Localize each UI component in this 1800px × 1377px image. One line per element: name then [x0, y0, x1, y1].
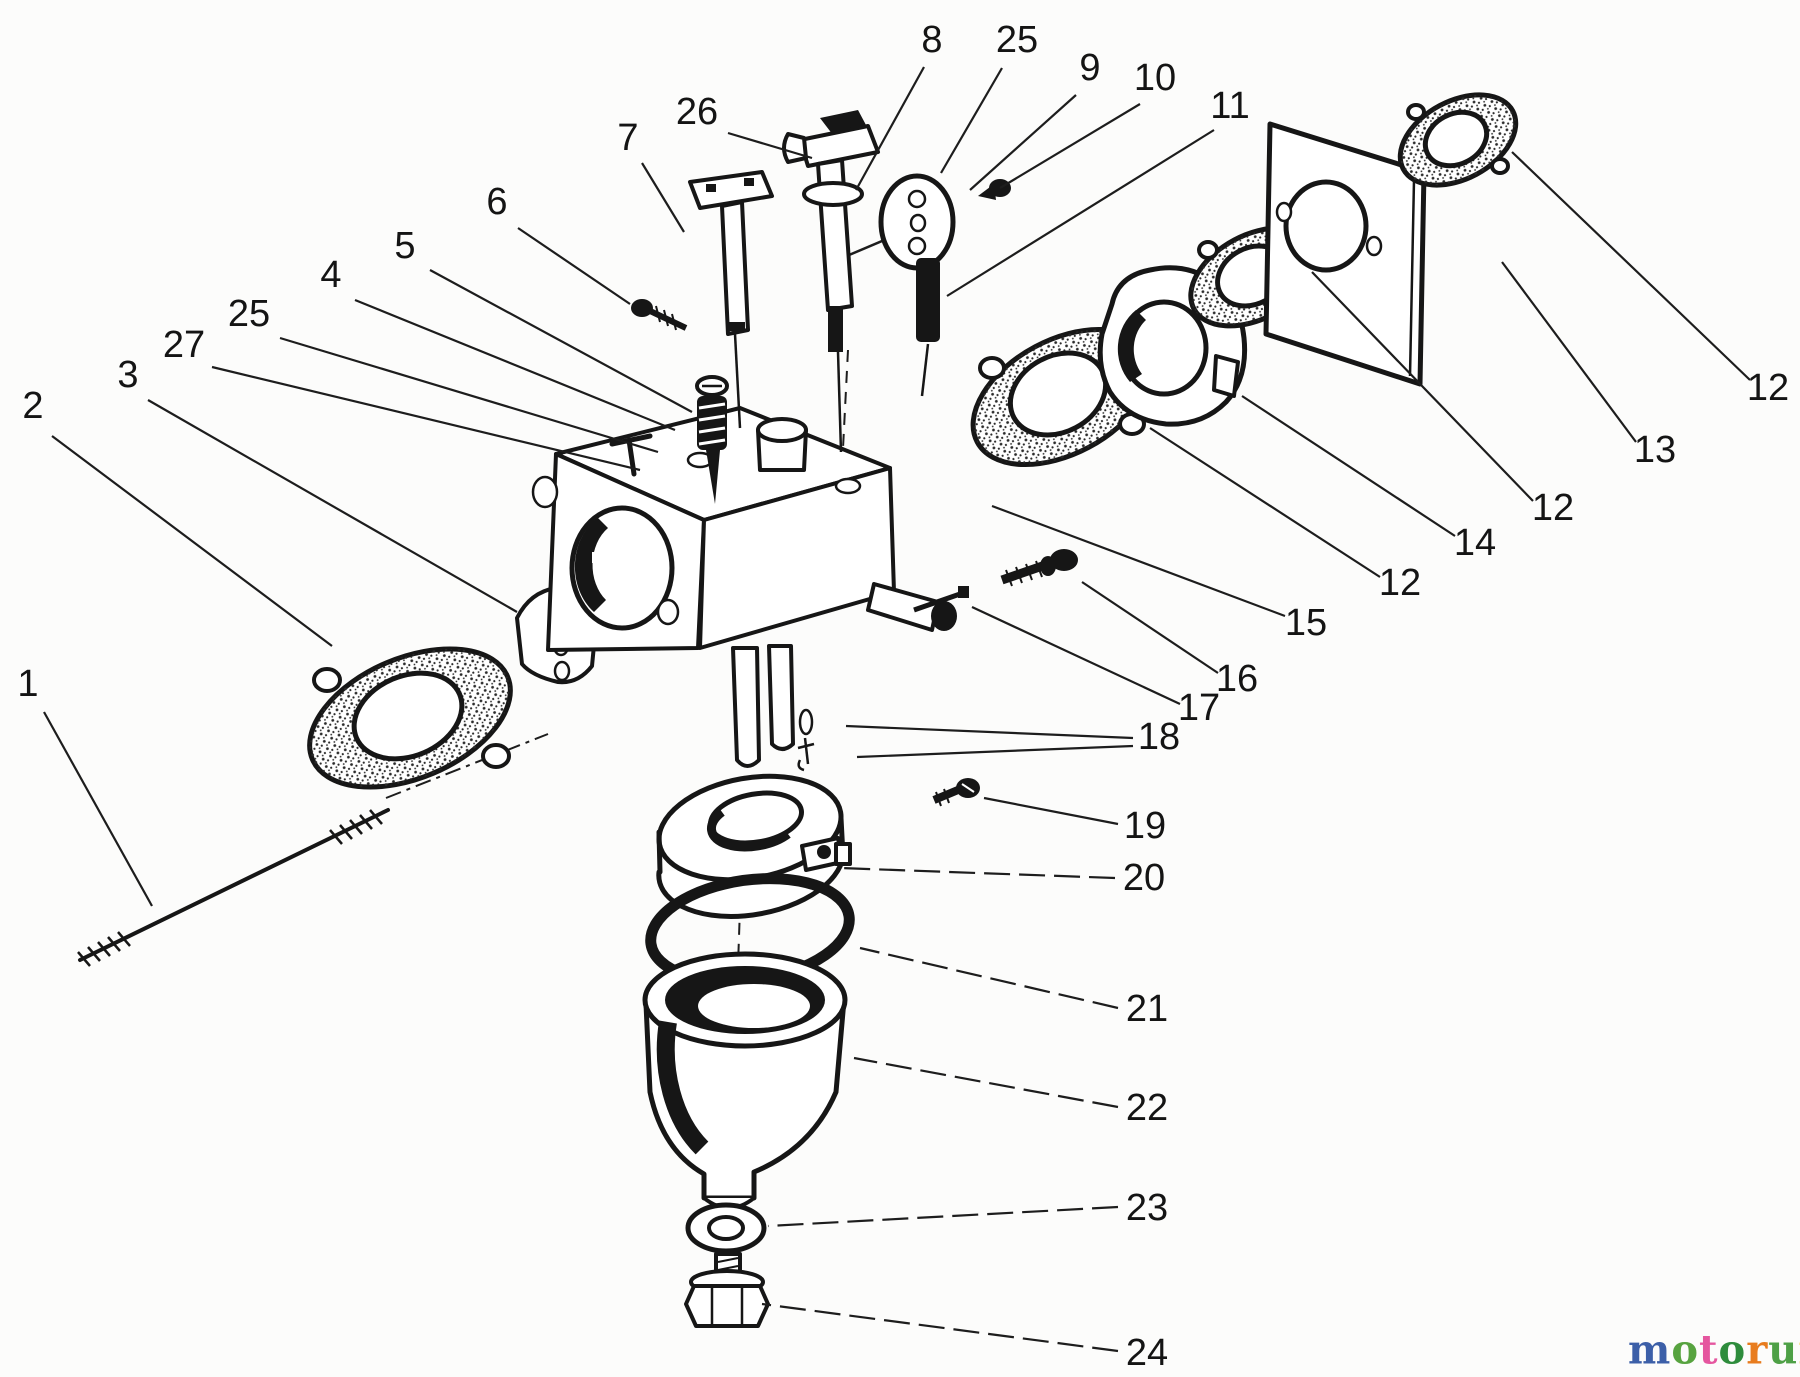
leader-line-12a [1511, 151, 1751, 381]
leader-line-22 [853, 1056, 1119, 1109]
leader-line-18 [845, 724, 1134, 740]
watermark-letter: u [1768, 1326, 1799, 1374]
callout-number-12b: 12 [1532, 487, 1574, 529]
callout-number-8: 8 [921, 19, 942, 61]
watermark-letter: f [1798, 1326, 1800, 1373]
carb-flange-gasket-left [307, 646, 513, 790]
leader-line-1 [43, 711, 153, 907]
leader-line-21 [859, 946, 1119, 1010]
callout-number-12c: 12 [1379, 562, 1421, 604]
leader-line-7 [641, 162, 685, 233]
leader-line-2 [51, 435, 333, 647]
leader-line-23 [767, 1205, 1119, 1228]
mounting-screw [1000, 549, 1078, 587]
callout-number-16: 16 [1216, 658, 1258, 700]
callout-number-25a: 25 [228, 293, 270, 335]
leader-line-10 [999, 103, 1141, 189]
callout-number-3: 3 [117, 354, 138, 396]
idle-needle-and-spring [695, 375, 729, 504]
leader-line-16 [1081, 581, 1219, 674]
float [656, 773, 852, 919]
leader-line-24 [761, 1302, 1119, 1353]
leader-line-26 [727, 131, 813, 160]
float-bowl [642, 951, 848, 1210]
leader-line-3 [147, 399, 518, 613]
leader-line-14 [1241, 395, 1456, 537]
choke-shaft [802, 158, 864, 453]
choke-lever [782, 110, 880, 168]
callout-number-27: 27 [163, 324, 205, 366]
float-hinge-pin [913, 586, 969, 613]
leader-line-6 [517, 227, 631, 305]
callout-number-10: 10 [1134, 57, 1176, 99]
callout-number-26: 26 [676, 91, 718, 133]
callout-number-6: 6 [486, 181, 507, 223]
callout-number-25b: 25 [996, 19, 1038, 61]
throttle-plate-screw [631, 299, 688, 331]
callout-number-9: 9 [1079, 47, 1100, 89]
main-nozzle [916, 258, 940, 397]
callout-number-15: 15 [1285, 602, 1327, 644]
callout-number-21: 21 [1126, 988, 1168, 1030]
watermark-letter: o [1718, 1326, 1747, 1374]
carb-gasket-outer [1397, 92, 1519, 188]
carburetor-body [531, 406, 957, 768]
callout-number-18: 18 [1138, 716, 1180, 758]
watermark-letter: o [1671, 1326, 1700, 1374]
callout-number-12a: 12 [1747, 367, 1789, 409]
callout-number-11: 11 [1210, 85, 1249, 127]
callout-number-2: 2 [22, 385, 43, 427]
leader-line-25a [279, 336, 659, 454]
leader-line-25b [940, 67, 1003, 174]
motoruf-watermark-logo: motoruf'.de [1628, 1318, 1800, 1373]
mounting-stud [77, 808, 390, 967]
leader-line-11 [946, 129, 1215, 297]
leader-line-18-1 [856, 744, 1134, 759]
choke-plate-screw [978, 179, 1011, 200]
leader-line-13 [1501, 261, 1637, 443]
bowl-washer [685, 1202, 767, 1254]
watermark-letter: r [1746, 1326, 1769, 1374]
callout-number-7: 7 [617, 117, 638, 159]
leader-line-9 [969, 94, 1077, 191]
leader-line-5 [429, 269, 693, 413]
callout-number-22: 22 [1126, 1087, 1168, 1129]
choke-plate [878, 173, 956, 271]
callout-number-4: 4 [320, 254, 341, 296]
leader-line-17 [971, 606, 1181, 705]
float-needle-clip [797, 708, 815, 772]
callout-number-24: 24 [1126, 1332, 1168, 1374]
callout-number-23: 23 [1126, 1187, 1168, 1229]
callout-number-20: 20 [1123, 857, 1165, 899]
leader-line-27 [211, 365, 641, 472]
watermark-letter: t [1699, 1326, 1719, 1374]
callout-number-13: 13 [1634, 429, 1676, 471]
callout-number-1: 1 [17, 663, 38, 705]
callout-number-17: 17 [1178, 687, 1220, 729]
watermark-letter: m [1628, 1326, 1672, 1374]
leader-line-20 [839, 866, 1116, 880]
watermark-letters: motoruf [1628, 1326, 1800, 1373]
leader-line-8 [855, 66, 925, 191]
leader-line-12b [1311, 271, 1534, 502]
callout-number-5: 5 [394, 225, 415, 267]
bowl-retaining-screw [932, 778, 980, 807]
callout-number-14: 14 [1454, 522, 1496, 564]
leader-line-15 [991, 504, 1286, 618]
leader-line-4 [354, 298, 676, 432]
callout-number-19: 19 [1124, 805, 1166, 847]
leader-line-19 [983, 796, 1119, 826]
throttle-shaft [688, 170, 774, 429]
bowl-nut [684, 1252, 770, 1328]
leader-line-12c [1149, 427, 1381, 578]
